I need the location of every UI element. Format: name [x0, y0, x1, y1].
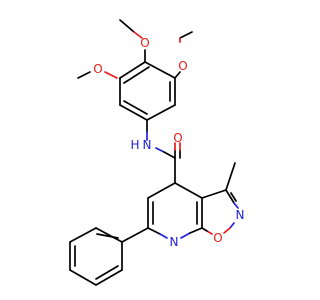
atom-label-pyridine-nitrogen: N [170, 235, 179, 249]
bond [179, 31, 193, 39]
bond [133, 31, 143, 39]
bond [147, 227, 161, 235]
atom-label-oxygen-right: O [178, 59, 187, 73]
atom-label-isoxazole-nitrogen: N [236, 208, 245, 222]
bond [119, 19, 135, 33]
bond [163, 151, 176, 159]
bond [77, 71, 91, 79]
bond [95, 265, 119, 280]
bond [123, 66, 150, 84]
bond [180, 232, 191, 239]
bond [230, 192, 237, 202]
bond-layer [69, 19, 239, 286]
bond [69, 269, 97, 286]
molecule-structure: O O O N H O N O N [69, 19, 244, 286]
bond [201, 189, 227, 199]
bond [174, 71, 181, 79]
bond [96, 233, 119, 239]
atom-label-amide-hydrogen: H [130, 138, 139, 152]
atom-label-oxygen-left: O [93, 62, 102, 76]
bond [229, 222, 235, 229]
atom-label-oxygen-top: O [140, 36, 149, 50]
bond [223, 227, 231, 234]
bond [206, 230, 213, 235]
bond [225, 162, 236, 191]
bond [225, 189, 235, 204]
bond [121, 227, 149, 243]
bond [201, 227, 208, 232]
bond [119, 61, 146, 79]
atom-label-amide-nitrogen: N [143, 138, 152, 152]
bond [155, 147, 165, 153]
atom-label-carbonyl-oxygen: O [173, 131, 182, 145]
bond [147, 182, 176, 199]
bond [159, 233, 168, 239]
bond [146, 104, 176, 121]
bond [189, 227, 203, 234]
bond [95, 269, 123, 286]
bond [104, 71, 118, 79]
bond [69, 227, 97, 243]
bond [123, 100, 148, 115]
bond [144, 61, 176, 79]
bond [119, 104, 148, 121]
bond [233, 202, 239, 209]
atom-label-isoxazole-oxygen: O [213, 231, 222, 245]
atom-label-layer: O O O N H O N O N [93, 36, 244, 249]
bond [95, 227, 123, 243]
bond [174, 182, 203, 199]
